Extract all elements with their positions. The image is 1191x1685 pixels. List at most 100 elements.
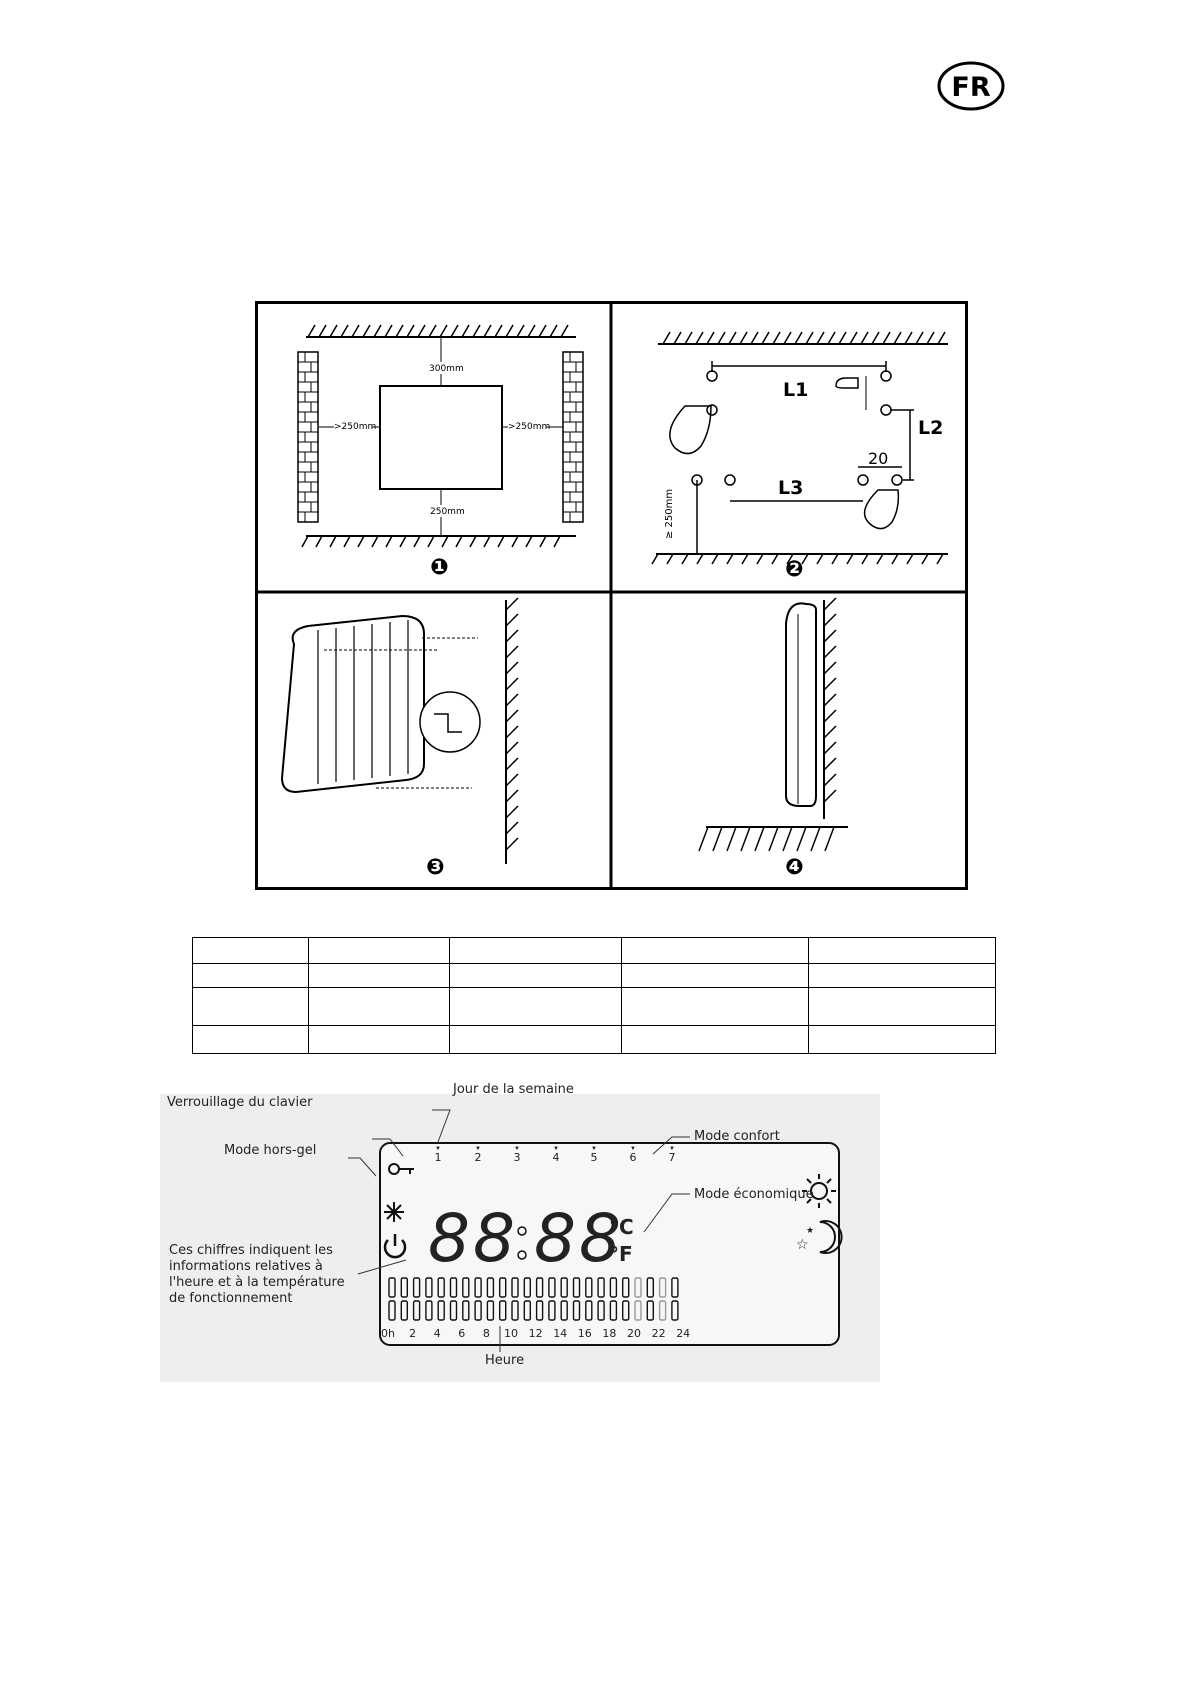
hour-bar [634,1277,642,1298]
hour-bar [486,1277,495,1298]
table-cell [621,963,809,988]
table-cell [308,987,450,1026]
table-cell [621,937,809,964]
panel-bracket-spacing: L1 L2 L3 20 ≥ 250mm ❷ [651,331,948,582]
hour-bar [474,1300,482,1321]
hour-bar [400,1277,409,1298]
snowflake-icon [384,1202,404,1222]
label-digits-info-2: informations relatives à [169,1259,323,1274]
hour-bar [585,1300,593,1321]
hour-bar [437,1300,445,1321]
moon-star-icon: ☆ ★ [796,1220,843,1254]
table-cell [621,987,809,1026]
hour-label: 22 [652,1327,666,1340]
digit-display-hours: 88 [428,1200,518,1277]
table-cell [449,937,622,964]
hour-bar [412,1277,421,1298]
hour-bar [585,1277,593,1298]
hour-bar [499,1277,507,1298]
hour-bar [535,1300,544,1321]
hour-bar [609,1277,618,1298]
hour-label: 10 [504,1327,518,1340]
label-eco-mode: Mode économique [694,1187,814,1202]
language-badge-label: FR [951,72,990,103]
table-cell [808,937,996,964]
spec-table [192,937,996,1054]
figure-number-3: ❸ [426,855,445,880]
hour-bar [449,1300,458,1321]
dimension-l1: L1 [783,379,808,401]
day-number: 1 [435,1151,442,1164]
top-clearance-label: 300mm [429,364,464,374]
table-cell [308,1025,450,1054]
hour-bar [449,1277,458,1298]
table-row [192,937,996,964]
hour-bar [437,1277,445,1298]
table-cell [449,987,622,1026]
hour-bar [462,1277,470,1298]
language-badge: FR [936,60,1006,112]
hour-bar [412,1300,421,1321]
day-marker: ▼ [435,1146,441,1152]
radiator-perspective [280,614,425,794]
label-frost-mode: Mode hors-gel [224,1143,317,1158]
installation-figure: 300mm >250mm >250mm 250mm ❶ [255,301,968,890]
lcd-display-diagram: ▼1▼2▼3▼4▼5▼6▼7 88 88 °C °F [160,1082,880,1382]
table-cell [808,987,996,1026]
hour-bar [609,1300,618,1321]
hour-label: 24 [676,1327,690,1340]
bottom-clearance-label: 250mm [430,507,465,517]
label-day-of-week: Jour de la semaine [453,1082,574,1097]
table-cell [308,963,450,988]
fahrenheit-unit: °F [609,1242,633,1266]
sun-icon [802,1174,836,1208]
hour-bar [511,1300,519,1321]
left-clearance-label: >250mm [334,422,376,432]
dimension-l3: L3 [778,477,803,499]
hour-bar [462,1300,470,1321]
hour-label: 12 [529,1327,543,1340]
day-marker: ▼ [475,1146,481,1152]
table-cell [808,1025,996,1054]
label-digits-info-3: l'heure et à la température [169,1275,345,1290]
hour-bar [671,1277,679,1298]
hour-bar [597,1300,605,1321]
hour-bar [597,1277,605,1298]
power-icon [383,1234,407,1259]
key-icon [388,1163,414,1175]
hour-bar [646,1300,654,1321]
table-row [192,1025,996,1054]
dimension-20: 20 [868,449,888,468]
table-cell [308,937,450,964]
table-cell [808,963,996,988]
celsius-unit: °C [609,1215,634,1239]
hour-bar [572,1277,581,1298]
hour-bar [511,1277,519,1298]
hour-bar [560,1300,568,1321]
day-marker: ▼ [514,1146,520,1152]
hour-bar [425,1300,433,1321]
digit-display-minutes: 88 [534,1200,624,1277]
label-hour: Heure [485,1353,525,1368]
hour-bar [388,1300,396,1321]
hour-label: 18 [602,1327,616,1340]
hour-bar [499,1300,507,1321]
hour-label: 14 [553,1327,567,1340]
hour-label: 4 [434,1327,441,1340]
hour-bar [671,1300,679,1321]
hour-label: 16 [578,1327,592,1340]
screw-detail-drop [669,405,712,455]
figure-number-2: ❷ [785,557,804,582]
svg-text:★: ★ [806,1226,814,1236]
day-number: 5 [591,1151,598,1164]
left-wall [297,351,319,523]
panel-wall-mounting: ❸ [280,597,519,880]
figure-number-1: ❶ [430,555,449,580]
hour-bar [486,1300,495,1321]
hour-bar [622,1300,630,1321]
hour-bar [646,1277,654,1298]
hour-bar [572,1300,581,1321]
day-number: 2 [475,1151,482,1164]
table-row [192,987,996,1026]
day-number: 6 [630,1151,637,1164]
